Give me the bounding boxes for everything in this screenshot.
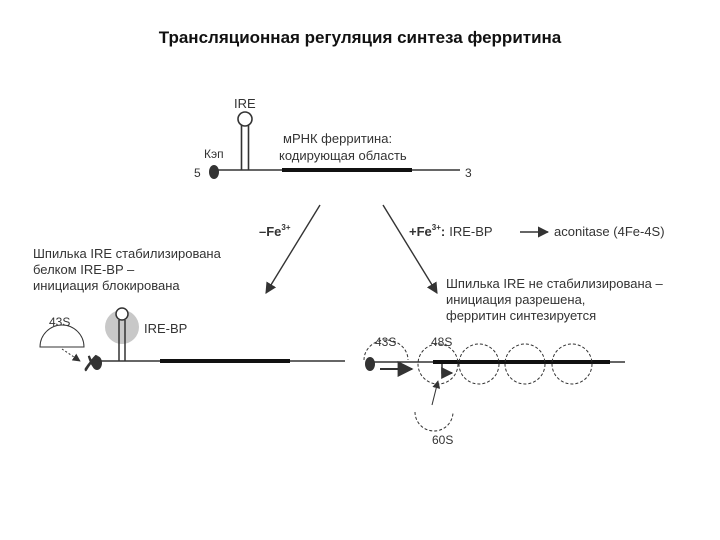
right-43s-label: 43S bbox=[375, 335, 396, 349]
cap-marker bbox=[209, 165, 219, 179]
cap-label: Кэп bbox=[204, 147, 224, 161]
start-codon-marker bbox=[441, 364, 454, 379]
aconitase-label: aconitase (4Fe-4S) bbox=[554, 224, 665, 239]
left-desc-line2: белком IRE-BP – bbox=[33, 262, 135, 277]
blocked-approach-arrow bbox=[61, 348, 81, 362]
ire-hairpin-loop bbox=[237, 111, 253, 127]
left-irebp-label: IRE-BP bbox=[144, 321, 187, 336]
right-desc-line1: Шпилька IRE не стабилизирована – bbox=[446, 276, 663, 291]
right-48s-label: 48S bbox=[431, 335, 452, 349]
three-prime-label: 3 bbox=[465, 166, 472, 180]
left-desc-line3: инициация блокирована bbox=[33, 278, 180, 293]
top-mrna-group: IRE Кэп 5 3 мРНК ферритина: кодирующая о… bbox=[194, 96, 472, 180]
ire-label: IRE bbox=[234, 96, 256, 111]
mrna-label-line2: кодирующая область bbox=[279, 148, 407, 163]
left-cap-marker bbox=[92, 356, 102, 370]
five-prime-label: 5 bbox=[194, 166, 201, 180]
right-branch-arrow bbox=[382, 204, 438, 294]
ribosome-80s-1 bbox=[458, 343, 500, 385]
right-cap-marker bbox=[365, 357, 375, 371]
left-desc-line1: Шпилька IRE стабилизирована bbox=[33, 246, 222, 261]
right-desc-line2: инициация разрешена, bbox=[446, 292, 585, 307]
ribosome-60s bbox=[414, 411, 454, 432]
right-branch-group: +Fe3+:IRE-BP aconitase (4Fe-4S) Шпилька … bbox=[363, 223, 665, 447]
ribosome-43s-right bbox=[363, 339, 409, 361]
left-branch-group: –Fe3+ Шпилька IRE стабилизирована белком… bbox=[33, 223, 345, 376]
ribosome-80s-2 bbox=[504, 343, 546, 385]
plus-fe-label: +Fe3+:IRE-BP bbox=[409, 223, 493, 239]
left-branch-arrow bbox=[265, 204, 321, 294]
ribosome-43s-left bbox=[39, 324, 85, 348]
right-desc-line3: ферритин синтезируется bbox=[446, 308, 596, 323]
irebp-protein-blob bbox=[105, 310, 139, 344]
subunit-join-arrow bbox=[431, 380, 441, 406]
left-ire-hairpin-loop bbox=[115, 307, 129, 321]
s60-label: 60S bbox=[432, 433, 453, 447]
page-title: Трансляционная регуляция синтеза феррити… bbox=[158, 28, 562, 47]
mrna-label-line1: мРНК ферритина: bbox=[283, 131, 392, 146]
ribosome-80s-3 bbox=[551, 343, 593, 385]
minus-fe-label: –Fe3+ bbox=[259, 223, 291, 239]
